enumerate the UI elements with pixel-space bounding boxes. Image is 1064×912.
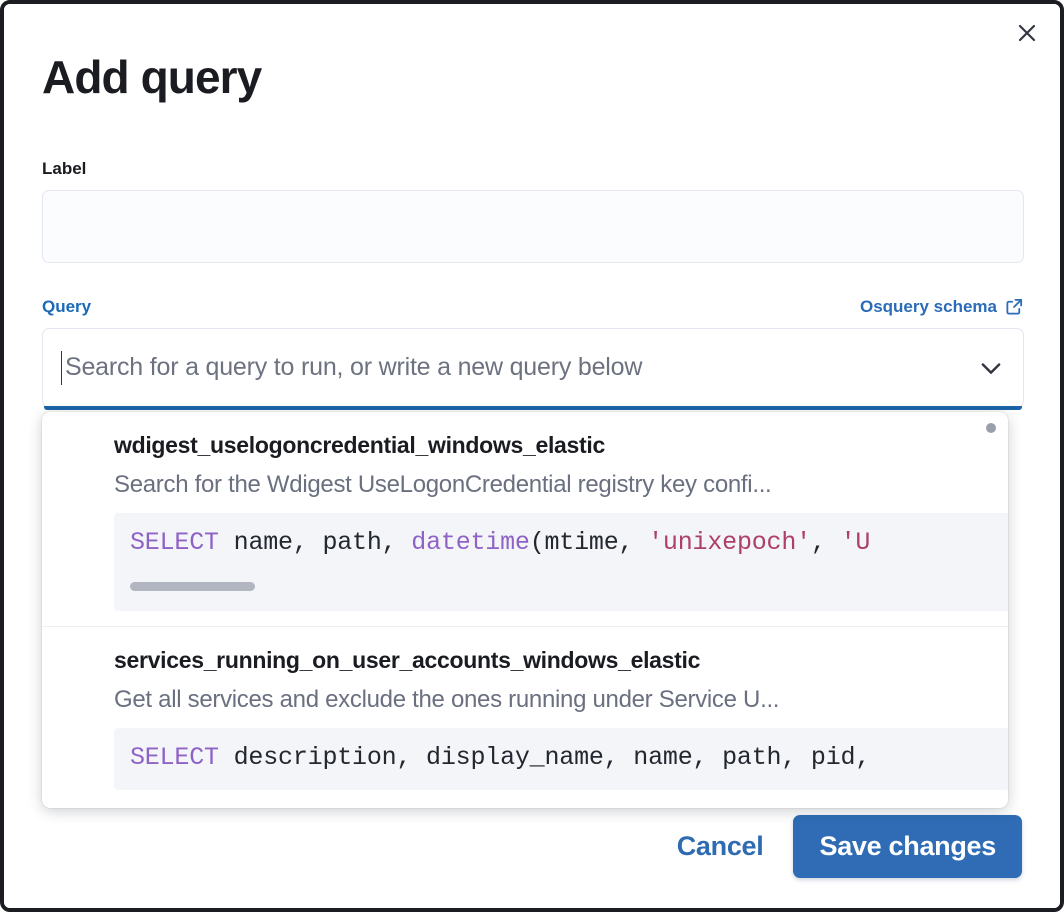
label-input[interactable] <box>42 189 1024 263</box>
osquery-schema-link-label: Osquery schema <box>859 296 997 316</box>
suggestion-description: Search for the Wdigest UseLogonCredentia… <box>114 470 772 498</box>
external-link-icon <box>1005 297 1024 316</box>
close-icon <box>1016 22 1038 44</box>
suggestion-description: Get all services and exclude the ones ru… <box>114 685 780 713</box>
add-query-modal: Add query Label Query Osquery schema Sea… <box>4 4 1060 908</box>
query-search-combobox[interactable]: Search for a query to run, or write a ne… <box>42 327 1024 410</box>
page-title: Add query <box>42 51 262 103</box>
close-button[interactable] <box>1010 16 1044 50</box>
query-header-row: Query Osquery schema <box>42 297 1024 317</box>
chevron-down-icon[interactable] <box>977 354 1005 382</box>
query-search-placeholder: Search for a query to run, or write a ne… <box>65 353 643 382</box>
suggestion-code-block: SELECT name, path, datetime(mtime, 'unix… <box>114 512 1008 611</box>
list-item[interactable]: services_running_on_user_accounts_window… <box>42 625 1008 790</box>
code-line: SELECT description, display_name, name, … <box>130 742 871 772</box>
list-item[interactable]: wdigest_uselogoncredential_windows_elast… <box>42 412 1008 611</box>
label-field-label: Label <box>42 158 87 178</box>
cancel-button[interactable]: Cancel <box>676 831 764 861</box>
modal-footer: Cancel Save changes <box>677 815 1022 878</box>
query-field-label: Query <box>42 296 92 316</box>
code-line: SELECT name, path, datetime(mtime, 'unix… <box>130 527 871 557</box>
text-caret <box>61 350 62 385</box>
suggestion-title: wdigest_uselogoncredential_windows_elast… <box>114 431 605 458</box>
suggestion-code-block: SELECT description, display_name, name, … <box>114 727 1008 790</box>
dropdown-scrollbar-thumb[interactable] <box>986 422 996 433</box>
suggestion-title: services_running_on_user_accounts_window… <box>114 646 701 673</box>
code-horizontal-scrollbar[interactable] <box>130 581 255 591</box>
query-suggestions-dropdown: wdigest_uselogoncredential_windows_elast… <box>42 411 1008 808</box>
save-changes-button[interactable]: Save changes <box>793 815 1022 878</box>
query-combobox-wrap: Search for a query to run, or write a ne… <box>42 327 1024 808</box>
osquery-schema-link[interactable]: Osquery schema <box>860 297 1024 317</box>
